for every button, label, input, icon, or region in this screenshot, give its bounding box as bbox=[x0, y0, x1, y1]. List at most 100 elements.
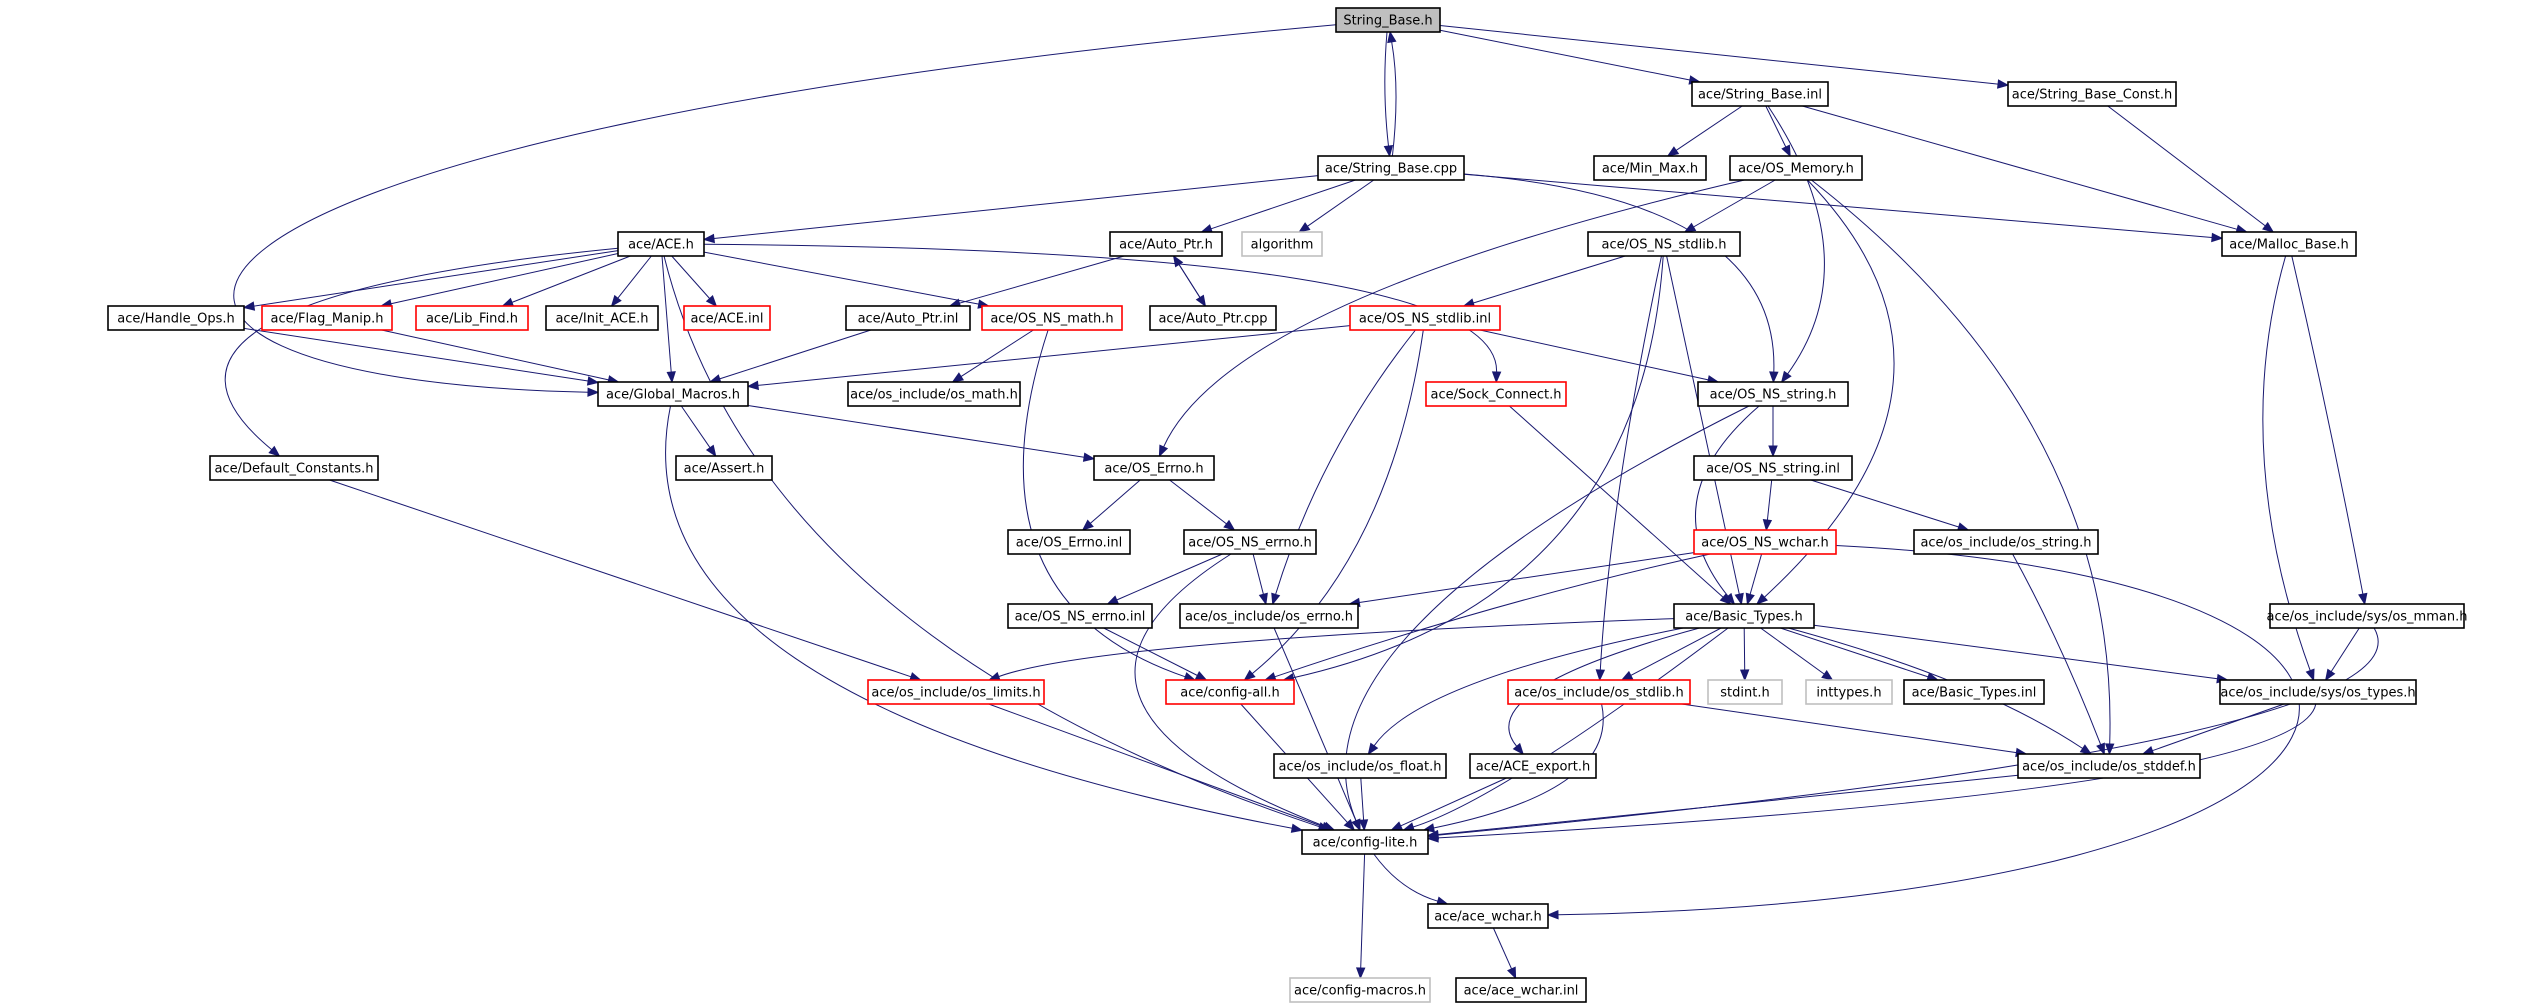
edge-string-base-inl-to-os-memory-h bbox=[1765, 105, 1791, 158]
edge-ace-h-to-init-ace-h bbox=[610, 255, 652, 308]
node-basic-types-h[interactable]: ace/Basic_Types.h bbox=[1673, 603, 1815, 629]
edge-os-ns-wchar-h-to-os-errno-inc-h bbox=[1348, 552, 1695, 608]
edge-handle-ops-h-to-global-macros-h bbox=[243, 327, 600, 386]
edge-os-ns-stdlib-inl-to-config-all-h bbox=[1243, 329, 1424, 681]
node-os-ns-wchar-h[interactable]: ace/OS_NS_wchar.h bbox=[1693, 529, 1837, 555]
node-ace-h[interactable]: ace/ACE.h bbox=[617, 231, 705, 257]
edge-config-lite-h-to-ace-wchar-h bbox=[1373, 853, 1449, 906]
node-os-ns-string-inl[interactable]: ace/OS_NS_string.inl bbox=[1693, 455, 1853, 481]
node-os-string-h[interactable]: ace/os_include/os_string.h bbox=[1913, 529, 2099, 555]
node-os-errno-h[interactable]: ace/OS_Errno.h bbox=[1093, 455, 1215, 481]
node-os-ns-stdlib-h[interactable]: ace/OS_NS_stdlib.h bbox=[1587, 231, 1741, 257]
node-default-constants-h[interactable]: ace/Default_Constants.h bbox=[209, 455, 379, 481]
edge-os-ns-wchar-h-to-basic-types-h bbox=[1745, 553, 1763, 606]
node-handle-ops-h[interactable]: ace/Handle_Ops.h bbox=[107, 305, 245, 331]
edge-string-base-cpp-to-string-base-h bbox=[1387, 30, 1397, 157]
node-label: ace/OS_NS_string.inl bbox=[1706, 462, 1840, 477]
node-os-ns-errno-h[interactable]: ace/OS_NS_errno.h bbox=[1183, 529, 1317, 555]
node-label: ace/OS_NS_wchar.h bbox=[1701, 536, 1828, 551]
edge-string-base-h-to-global-macros-h bbox=[233, 24, 1337, 397]
node-os-memory-h[interactable]: ace/OS_Memory.h bbox=[1729, 155, 1863, 181]
node-string-base-cpp[interactable]: ace/String_Base.cpp bbox=[1317, 155, 1465, 181]
edge-os-types-h-to-os-stddef-h bbox=[2141, 703, 2285, 755]
edge-global-macros-h-to-assert-h bbox=[680, 405, 717, 458]
node-os-errno-inl[interactable]: ace/OS_Errno.inl bbox=[1007, 529, 1131, 555]
node-ace-inl[interactable]: ace/ACE.inl bbox=[683, 305, 771, 331]
node-label: ace/String_Base_Const.h bbox=[2012, 88, 2172, 103]
node-label: ace/Handle_Ops.h bbox=[117, 312, 234, 327]
node-config-all-h[interactable]: ace/config-all.h bbox=[1165, 679, 1295, 705]
node-label: ace/Basic_Types.h bbox=[1685, 610, 1802, 625]
node-label: stdint.h bbox=[1720, 686, 1769, 701]
node-os-mman-h[interactable]: ace/os_include/sys/os_mman.h bbox=[2267, 603, 2468, 629]
edge-os-ns-string-h-to-os-ns-string-inl bbox=[1768, 406, 1778, 458]
edge-os-float-h-to-config-lite-h bbox=[1358, 777, 1369, 832]
node-init-ace-h[interactable]: ace/Init_ACE.h bbox=[545, 305, 659, 331]
node-assert-h[interactable]: ace/Assert.h bbox=[675, 455, 773, 481]
node-sock-connect-h[interactable]: ace/Sock_Connect.h bbox=[1425, 381, 1567, 407]
node-auto-ptr-cpp[interactable]: ace/Auto_Ptr.cpp bbox=[1149, 305, 1277, 331]
node-label: ace/os_include/os_math.h bbox=[850, 388, 1018, 403]
node-os-types-h[interactable]: ace/os_include/sys/os_types.h bbox=[2219, 679, 2417, 705]
node-malloc-base-h[interactable]: ace/Malloc_Base.h bbox=[2221, 231, 2357, 257]
edge-ace-h-to-flag-manip-h bbox=[379, 253, 619, 309]
node-string-base-inl[interactable]: ace/String_Base.inl bbox=[1691, 81, 1829, 107]
node-label: ace/Auto_Ptr.h bbox=[1119, 238, 1213, 253]
edge-os-mman-h-to-config-lite-h bbox=[1426, 627, 2379, 840]
node-label: ace/config-all.h bbox=[1180, 686, 1280, 701]
node-os-float-h[interactable]: ace/os_include/os_float.h bbox=[1273, 753, 1447, 779]
node-os-ns-math-h[interactable]: ace/OS_NS_math.h bbox=[981, 305, 1123, 331]
edge-os-ns-stdlib-h-to-os-ns-stdlib-inl bbox=[1462, 255, 1626, 308]
node-min-max-h[interactable]: ace/Min_Max.h bbox=[1593, 155, 1707, 181]
edge-os-ns-wchar-h-to-config-all-h bbox=[1263, 553, 1711, 682]
node-os-limits-h[interactable]: ace/os_include/os_limits.h bbox=[867, 679, 1045, 705]
node-label: ace/Malloc_Base.h bbox=[2229, 238, 2349, 253]
node-ace-export-h[interactable]: ace/ACE_export.h bbox=[1469, 753, 1597, 779]
node-os-errno-inc-h[interactable]: ace/os_include/os_errno.h bbox=[1179, 603, 1359, 629]
node-label: ace/OS_Memory.h bbox=[1738, 162, 1854, 177]
edge-os-ns-errno-h-to-os-ns-errno-inl bbox=[1106, 553, 1223, 605]
edge-ace-h-to-os-ns-math-h bbox=[703, 251, 990, 309]
node-os-stdlib-inc-h[interactable]: ace/os_include/os_stdlib.h bbox=[1507, 679, 1691, 705]
edge-string-base-cpp-to-malloc-base-h bbox=[1463, 173, 2224, 243]
node-label: inttypes.h bbox=[1816, 686, 1881, 701]
node-label: ace/os_include/os_float.h bbox=[1278, 760, 1441, 775]
node-label: algorithm bbox=[1251, 238, 1314, 253]
node-label: ace/os_include/os_stdlib.h bbox=[1514, 686, 1683, 701]
node-label: ace/OS_NS_stdlib.inl bbox=[1359, 312, 1491, 327]
node-label: ace/Default_Constants.h bbox=[214, 462, 373, 477]
node-global-macros-h[interactable]: ace/Global_Macros.h bbox=[597, 381, 749, 407]
edge-ace-export-h-to-config-lite-h bbox=[1390, 777, 1507, 831]
node-auto-ptr-h[interactable]: ace/Auto_Ptr.h bbox=[1109, 231, 1223, 257]
edge-string-base-inl-to-os-ns-string-h bbox=[1767, 105, 1825, 384]
edge-os-ns-string-h-to-basic-types-h bbox=[1695, 405, 1760, 606]
edge-basic-types-h-to-config-lite-h bbox=[1402, 627, 1729, 832]
edge-config-lite-h-to-config-macros-h bbox=[1355, 853, 1366, 980]
node-os-math-h[interactable]: ace/os_include/os_math.h bbox=[847, 381, 1021, 407]
node-basic-types-inl[interactable]: ace/Basic_Types.inl bbox=[1903, 679, 2045, 705]
edge-os-ns-math-h-to-os-math-h bbox=[951, 329, 1034, 383]
node-label: ace/String_Base.cpp bbox=[1325, 162, 1457, 177]
edge-ace-wchar-h-to-ace-wchar-inl bbox=[1492, 927, 1517, 980]
node-os-stddef-h[interactable]: ace/os_include/os_stddef.h bbox=[2017, 753, 2201, 779]
node-stdint-h: stdint.h bbox=[1707, 679, 1783, 705]
node-label: ace/Auto_Ptr.inl bbox=[858, 312, 959, 327]
node-string-base-const-h[interactable]: ace/String_Base_Const.h bbox=[2007, 81, 2177, 107]
node-ace-wchar-inl[interactable]: ace/ace_wchar.inl bbox=[1455, 977, 1587, 1003]
node-os-ns-string-h[interactable]: ace/OS_NS_string.h bbox=[1697, 381, 1849, 407]
edge-os-ns-stdlib-inl-to-global-macros-h bbox=[746, 325, 1351, 391]
node-os-ns-errno-inl[interactable]: ace/OS_NS_errno.inl bbox=[1007, 603, 1153, 629]
edge-string-base-cpp-to-auto-ptr-h bbox=[1200, 179, 1356, 234]
node-flag-manip-h[interactable]: ace/Flag_Manip.h bbox=[261, 305, 393, 331]
edge-string-base-const-h-to-malloc-base-h bbox=[2107, 105, 2275, 233]
node-ace-wchar-h[interactable]: ace/ace_wchar.h bbox=[1427, 903, 1549, 929]
node-auto-ptr-inl[interactable]: ace/Auto_Ptr.inl bbox=[845, 305, 971, 331]
edge-global-macros-h-to-os-errno-h bbox=[747, 405, 1096, 462]
edge-basic-types-h-to-os-stdlib-inc-h bbox=[1620, 627, 1722, 681]
node-algorithm: algorithm bbox=[1241, 231, 1323, 257]
graph-nodes: String_Base.hace/String_Base.cppace/Stri… bbox=[107, 7, 2468, 1003]
node-config-lite-h[interactable]: ace/config-lite.h bbox=[1301, 829, 1429, 855]
edge-os-mman-h-to-os-types-h bbox=[2324, 627, 2360, 682]
node-os-ns-stdlib-inl[interactable]: ace/OS_NS_stdlib.inl bbox=[1349, 305, 1501, 331]
node-lib-find-h[interactable]: ace/Lib_Find.h bbox=[415, 305, 529, 331]
